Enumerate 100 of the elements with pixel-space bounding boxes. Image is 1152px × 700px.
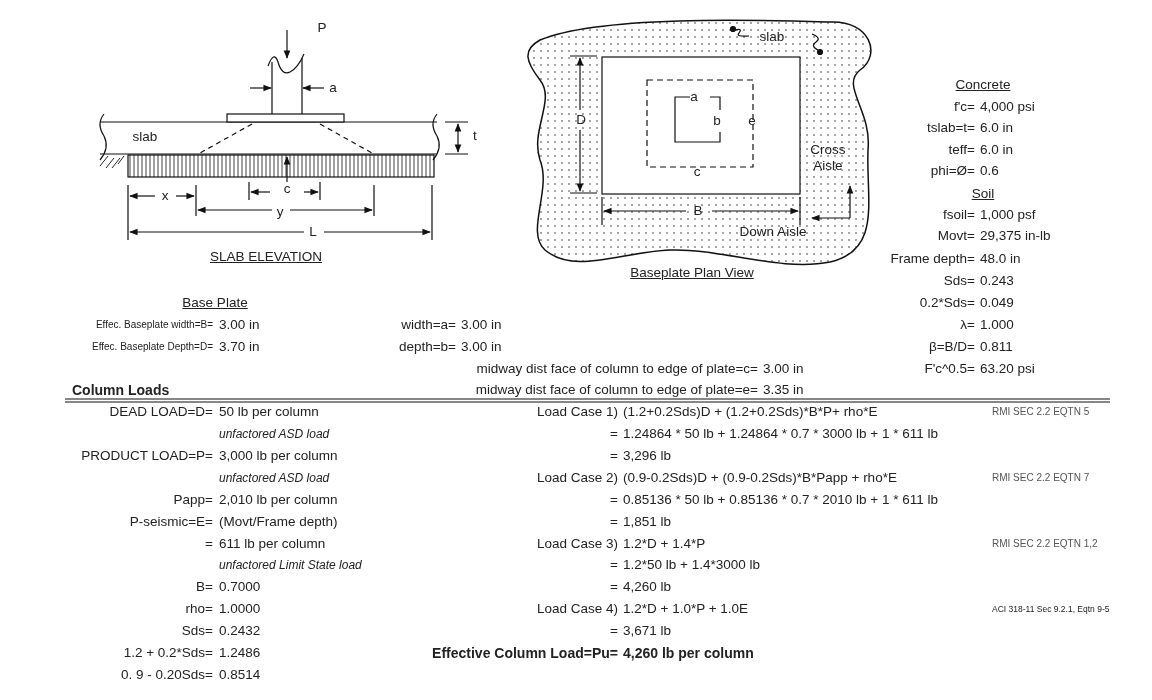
dimension-label: b [713,113,721,129]
result-value: 4,260 lb per column [623,645,754,661]
value-text: 0.8514 [219,667,261,683]
label-text: Load Case 3) [536,536,618,552]
label-text: midway dist face of column to edge of plate=e= [475,382,758,398]
label-text: Load Case 4) [536,601,618,617]
value-text: 0.811 [980,339,1013,355]
value-text: 4,000 psi [980,99,1035,115]
label-text: Frame depth= [890,251,975,267]
value-text: 0.2432 [219,623,261,639]
value-text: 6.0 in [980,120,1014,136]
label-text: tslab=t= [926,120,975,136]
label-text: phi=Ø= [930,163,975,179]
value-text: 1.2486 [219,645,261,661]
label-text: = [610,514,618,530]
label-text: Papp= [173,492,213,508]
label-text: λ= [960,317,975,333]
value-text: 611 lb per column [219,536,326,552]
value-text: 3,000 lb per column [219,448,338,464]
label-text: P-seismic=E= [129,514,213,530]
dimension-label: c [283,181,291,197]
label-text: 1.2 + 0.2*Sds= [123,645,213,661]
dimension-label: P [317,20,327,36]
direction-label: Down Aisle [739,224,807,240]
value-text: 1.0000 [219,601,261,617]
note-text: unfactored ASD load [219,470,330,486]
value-text: 63.20 psi [980,361,1035,377]
value-text: (Movt/Frame depth) [219,514,338,530]
label-text: = [610,492,618,508]
value-text: 0.6 [980,163,999,179]
label-text: depth=b= [398,339,456,355]
value-text: 50 lb per column [219,404,319,420]
value-text: 6.0 in [980,142,1014,158]
value-text: 29,375 in-lb [980,228,1051,244]
formula-text: 1.24864 * 50 lb + 1.24864 * 0.7 * 3000 lb + 1 * 611 lb [623,426,938,442]
label-text: B= [196,579,213,595]
label-text: = [610,623,618,639]
label-text: Effec. Baseplate Depth=D= [92,340,213,354]
note-text: unfactored Limit State load [219,557,362,573]
label-text: Load Case 1) [536,404,618,420]
drawing-title: Baseplate Plan View [630,265,754,281]
label-text: DEAD LOAD=D= [109,404,213,420]
value-text: 0.7000 [219,579,261,595]
reference-text: RMI SEC 2.2 EQTN 5 [992,405,1090,419]
label-text: Effec. Baseplate width=B= [95,318,213,332]
formula-text: 1.2*50 lb + 1.4*3000 lb [623,557,760,573]
value-text: 0.243 [980,273,1014,289]
label-text: PRODUCT LOAD=P= [81,448,213,464]
label-text: = [610,426,618,442]
label-text: 0.2*Sds= [919,295,975,311]
formula-text: 4,260 lb [623,579,672,595]
section-heading: Base Plate [182,295,248,311]
reference-text: RMI SEC 2.2 EQTN 1,2 [992,537,1098,551]
formula-text: 3,671 lb [623,623,672,639]
value-text: 1,000 psf [980,207,1036,223]
label-text: Sds= [181,623,213,639]
dimension-label: D [576,112,586,128]
result-label: Effective Column Load=Pu= [432,645,618,661]
label-text: teff= [948,142,975,158]
value-text: 3.00 in [763,361,804,377]
value-text: 2,010 lb per column [219,492,338,508]
formula-text: 0.85136 * 50 lb + 0.85136 * 0.7 * 2010 lb + 1 * 611 lb [623,492,938,508]
label-text: f'c= [954,99,975,115]
value-text: 3.00 in [219,317,260,333]
label-text: rho= [185,601,213,617]
dimension-label: a [329,80,337,96]
label-text: = [610,448,618,464]
value-text: 3.70 in [219,339,260,355]
label-text: 0. 9 - 0.20Sds= [121,667,213,683]
label-text: = [610,579,618,595]
formula-text: 1,851 lb [623,514,672,530]
value-text: 3.00 in [461,317,502,333]
value-text: 3.35 in [763,382,804,398]
reference-text: ACI 318-11 Sec 9.2.1, Eqtn 9-5 [992,603,1110,616]
value-text: 0.049 [980,295,1014,311]
section-heading: Soil [971,186,995,202]
dimension-label: t [473,128,477,144]
section-heading: Concrete [955,77,1011,93]
label-text: Load Case 2) [536,470,618,486]
note-text: unfactored ASD load [219,426,330,442]
section-heading: Column Loads [72,382,170,398]
value-text: 1.000 [980,317,1014,333]
formula-text: 1.2*D + 1.4*P [623,536,706,552]
label-text: Movt= [937,228,975,244]
dimension-label: e [748,113,756,129]
part-label: slab [759,29,785,45]
value-text: 48.0 in [980,251,1021,267]
label-text: Sds= [943,273,975,289]
label-text: fsoil= [943,207,975,223]
dimension-label: c [693,164,701,180]
value-text: 3.00 in [461,339,502,355]
label-text: β=B/D= [928,339,975,355]
part-label: slab [132,129,158,145]
direction-label: Cross Aisle [809,142,847,174]
label-text: width=a= [401,317,456,333]
dimension-label: L [309,224,317,240]
formula-text: 1.2*D + 1.0*P + 1.0E [623,601,749,617]
dimension-label: x [161,188,169,204]
dimension-label: y [276,204,284,220]
label-text: midway dist face of column to edge of plate=c= [476,361,758,377]
